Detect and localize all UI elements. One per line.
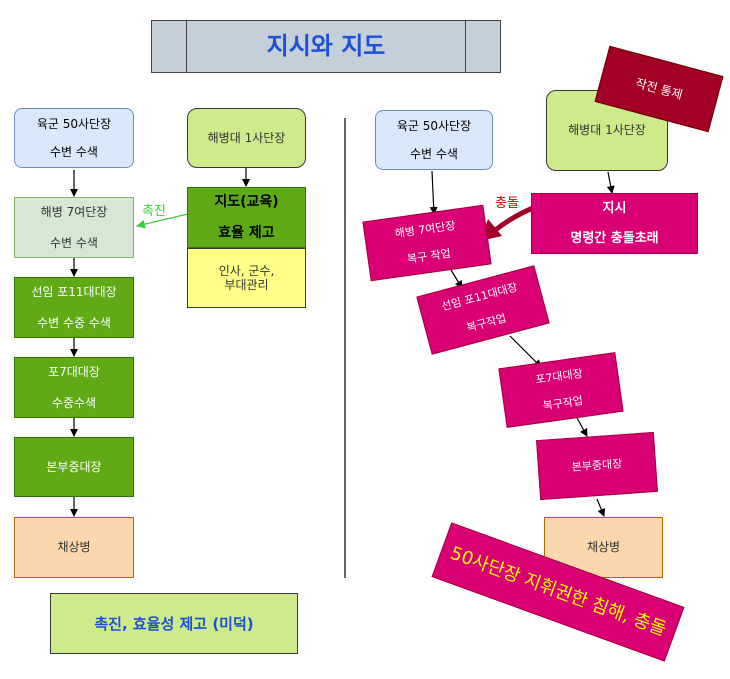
left-battalion7-task: 수중수색: [51, 395, 97, 410]
left-battalion7-box: 포7대대장 수중수색: [14, 357, 134, 418]
right-company-box: 본부중대장: [536, 431, 658, 501]
title-right-rule: [465, 21, 466, 72]
right-battalion7-title: 포7대대장: [534, 366, 584, 387]
left-marine-division-box: 해병대 1사단장: [187, 108, 306, 168]
left-marine-brigade-box: 해병 7여단장 수변 수색: [14, 197, 134, 258]
arrow-r-marine-div-to-directive: [606, 171, 615, 194]
right-victim-title: 채상병: [586, 540, 621, 555]
left-company-title: 본부중대장: [46, 459, 102, 474]
title-box: 지시와 지도: [151, 20, 501, 73]
right-army-division-box: 육군 50사단장 수변 수색: [375, 110, 493, 170]
right-directive-title: 지시: [602, 200, 627, 216]
page-title: 지시와 지도: [266, 32, 386, 61]
left-company-box: 본부중대장: [14, 437, 134, 497]
right-directive-box: 지시 명령간 충돌초래: [531, 193, 698, 254]
left-marine-division-title: 해병대 1사단장: [207, 130, 286, 145]
left-army-division-box: 육군 50사단장 수변 수색: [14, 108, 134, 168]
right-marine-brigade-box: 해병 7여단장 복구 작업: [362, 204, 492, 282]
left-battalion7-title: 포7대대장: [48, 365, 100, 380]
operational-control-title: 작전 통제: [634, 75, 685, 102]
left-guidance-title: 지도(교육): [214, 193, 279, 210]
left-senior-battalion-box: 선임 포11대대장 수변 수중 수색: [14, 277, 134, 338]
arrow-r-army-to-brigade: [429, 170, 438, 215]
left-senior-battalion-task: 수변 수중 수색: [37, 315, 111, 330]
left-marine-brigade-title: 해병 7여단장: [40, 205, 108, 220]
arrow-r-bn7-to-company: [576, 417, 588, 437]
arrow-r-company-to-victim: [596, 498, 606, 517]
left-guidance-box: 지도(교육) 효율 제고: [187, 187, 306, 248]
left-marine-brigade-task: 수변 수색: [50, 235, 98, 250]
right-senior-battalion-box: 선임 포11대대장 복구작업: [416, 265, 550, 355]
title-left-rule: [186, 21, 187, 72]
left-guidance-task: 효율 제고: [218, 224, 275, 241]
left-army-division-title: 육군 50사단장: [36, 116, 112, 131]
right-senior-battalion-title: 선임 포11대대장: [439, 280, 519, 314]
right-marine-brigade-task: 복구 작업: [406, 246, 452, 266]
left-admin-line2: 부대관리: [224, 278, 269, 292]
bottom-note-box: 촉진, 효율성 제고 (미덕): [50, 593, 298, 654]
left-army-division-task: 수변 수색: [50, 145, 98, 159]
right-marine-brigade-title: 해병 7여단장: [393, 218, 457, 241]
right-army-division-task: 수변 수색: [410, 147, 458, 161]
promote-label: 촉진: [142, 204, 166, 219]
right-directive-task: 명령간 충돌초래: [570, 230, 659, 246]
left-victim-box: 채상병: [14, 517, 134, 578]
right-senior-battalion-task: 복구작업: [465, 311, 508, 335]
right-battalion7-task: 복구작업: [541, 394, 584, 413]
left-admin-line1: 인사, 군수,: [218, 263, 275, 278]
right-battalion7-box: 포7대대장 복구작업: [498, 352, 624, 428]
conflict-label: 충돌: [495, 196, 519, 211]
bottom-note-text: 촉진, 효율성 제고 (미덕): [94, 614, 254, 633]
right-army-division-title: 육군 50사단장: [396, 118, 472, 133]
left-senior-battalion-title: 선임 포11대대장: [31, 285, 117, 300]
right-company-title: 본부중대장: [571, 457, 623, 475]
left-admin-box: 인사, 군수, 부대관리: [187, 248, 306, 308]
right-marine-division-title: 해병대 1사단장: [568, 123, 646, 138]
left-victim-title: 채상병: [57, 540, 91, 555]
